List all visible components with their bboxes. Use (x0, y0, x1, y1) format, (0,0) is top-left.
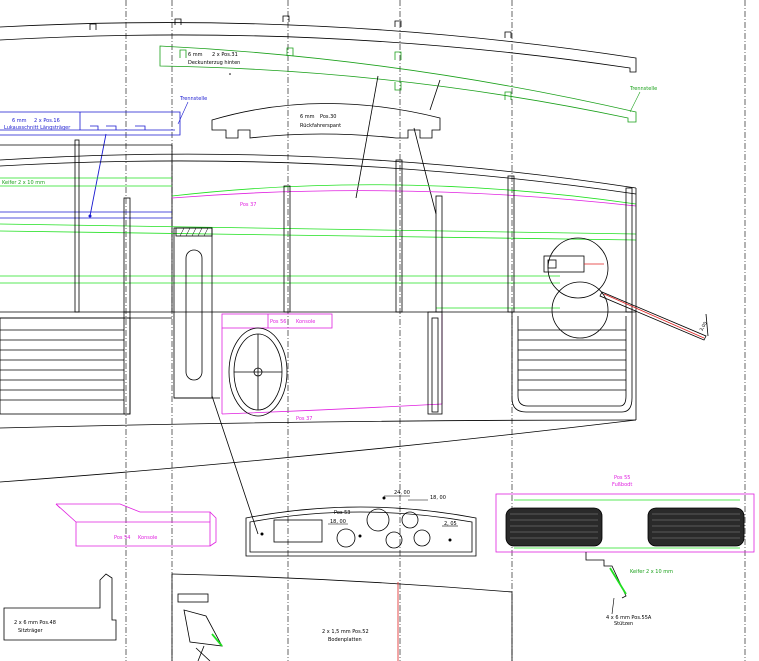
top-deck-beam-slots (89, 15, 512, 38)
pos52-count: 2 x 1,5 mm Pos.52 (322, 629, 369, 635)
dim-leaders (328, 495, 458, 527)
pos48-sitztraeger (3, 573, 117, 641)
pos52-name: Bodenplatten (328, 637, 362, 643)
pos56-konsole-outline (221, 313, 443, 415)
pos55-fussboden (495, 493, 755, 553)
pos30-thickness: 6 mm (300, 114, 315, 120)
panel-dot-2 (358, 534, 362, 538)
pos55-grating-pattern (510, 513, 740, 539)
green-strakes (0, 177, 637, 309)
construction-lines (125, 0, 746, 661)
pos31-count: 2 x Pos.31 (212, 52, 238, 58)
small-bracket-green-edge (211, 633, 223, 647)
pos31-deckunterzug (159, 45, 637, 123)
pos56-label: Pos 56 (270, 319, 286, 325)
keifer-left-label: Keifer 2 x 10 mm (2, 180, 45, 186)
pos30-name: Rückfahrerspant (300, 123, 341, 129)
pos30-count: Pos.30 (320, 114, 336, 120)
pos54-konsole (55, 503, 217, 547)
leader-lines (355, 75, 441, 215)
pos31-thickness: 6 mm (188, 52, 203, 58)
pos55a-leader (611, 597, 615, 615)
pos16-laengstraeger (0, 111, 181, 136)
hull-frames (74, 139, 637, 420)
trennstelle-left-leader (177, 101, 189, 125)
pos55a-count: 4 x 6 mm Pos.55A (606, 615, 652, 621)
dim-18-left: 18, 00 (330, 519, 346, 525)
hull-bottom-lines (0, 419, 637, 483)
pos16-leader-dot (88, 214, 92, 218)
panel-dot-4 (382, 496, 386, 500)
konsole-mid-label: Konsole (296, 319, 315, 325)
pos55a-stuetzen (585, 552, 627, 599)
pos16-leader (89, 133, 107, 217)
pos52-bodenplatten (171, 573, 513, 661)
pos30-rueckfahrerspant (211, 103, 441, 139)
trennstelle-right-leader (629, 91, 641, 113)
pos16-count: 2 x Pos.16 (34, 118, 60, 124)
pos48-name: Sitzträger (18, 628, 43, 634)
mast-circles (543, 237, 609, 339)
pos48-count: 2 x 6 mm Pos.48 (14, 620, 56, 626)
center-frames (427, 311, 443, 415)
pos37-top-label: Pos 37 (240, 202, 256, 208)
panel-dot-1 (260, 532, 264, 536)
pos53-panel (245, 506, 477, 557)
pos55-label: Pos 55 (614, 475, 630, 481)
blue-strakes (0, 211, 172, 219)
bench-hatch (175, 227, 213, 237)
cockpit-bench (173, 227, 220, 399)
diag-dim-label: 3,00 (699, 321, 709, 333)
main-deck-lines (0, 311, 636, 319)
pos31-slots (179, 47, 512, 100)
bowsprit (599, 291, 707, 341)
trennstelle-right-label: Trennstelle (629, 86, 657, 92)
pos55a-green-edge (609, 567, 627, 595)
right-floor-grating (511, 312, 633, 413)
pos55a-name: Stützen (614, 621, 633, 627)
konsole-left-label: Konsole (138, 535, 157, 541)
small-bracket (177, 593, 223, 661)
pos55-name: Fußbodt (612, 482, 632, 488)
pos16-thickness: 6 mm (12, 118, 27, 124)
left-floor-grating (0, 311, 131, 415)
bench-hatch-hatching (179, 227, 209, 237)
panel-dot-3 (448, 538, 452, 542)
dim-24: 24, 00 (394, 490, 410, 496)
pos31-name: Deckunterzug hinten (188, 60, 240, 66)
marker-dot (229, 73, 231, 75)
dim-18-right: 18, 00 (430, 495, 446, 501)
pos53-label: Pos 53 (334, 510, 350, 516)
trennstelle-left-label: Trennstelle (179, 96, 207, 102)
bench-panel-leader (211, 395, 259, 535)
pos37-bottom-label: Pos 37 (296, 416, 312, 422)
bowsprit-tick (705, 313, 709, 337)
pos16-name: Lukausschnitt Längsträger (4, 125, 71, 131)
dim-205: 2, 05 (444, 521, 457, 527)
keifer-right-label: Keifer 2 x 10 mm (630, 569, 673, 575)
oval-hatch (228, 327, 288, 417)
hull-upper-lines (0, 144, 637, 312)
pos54-label: Pos 54 (114, 535, 130, 541)
top-deck-beam (0, 22, 637, 73)
